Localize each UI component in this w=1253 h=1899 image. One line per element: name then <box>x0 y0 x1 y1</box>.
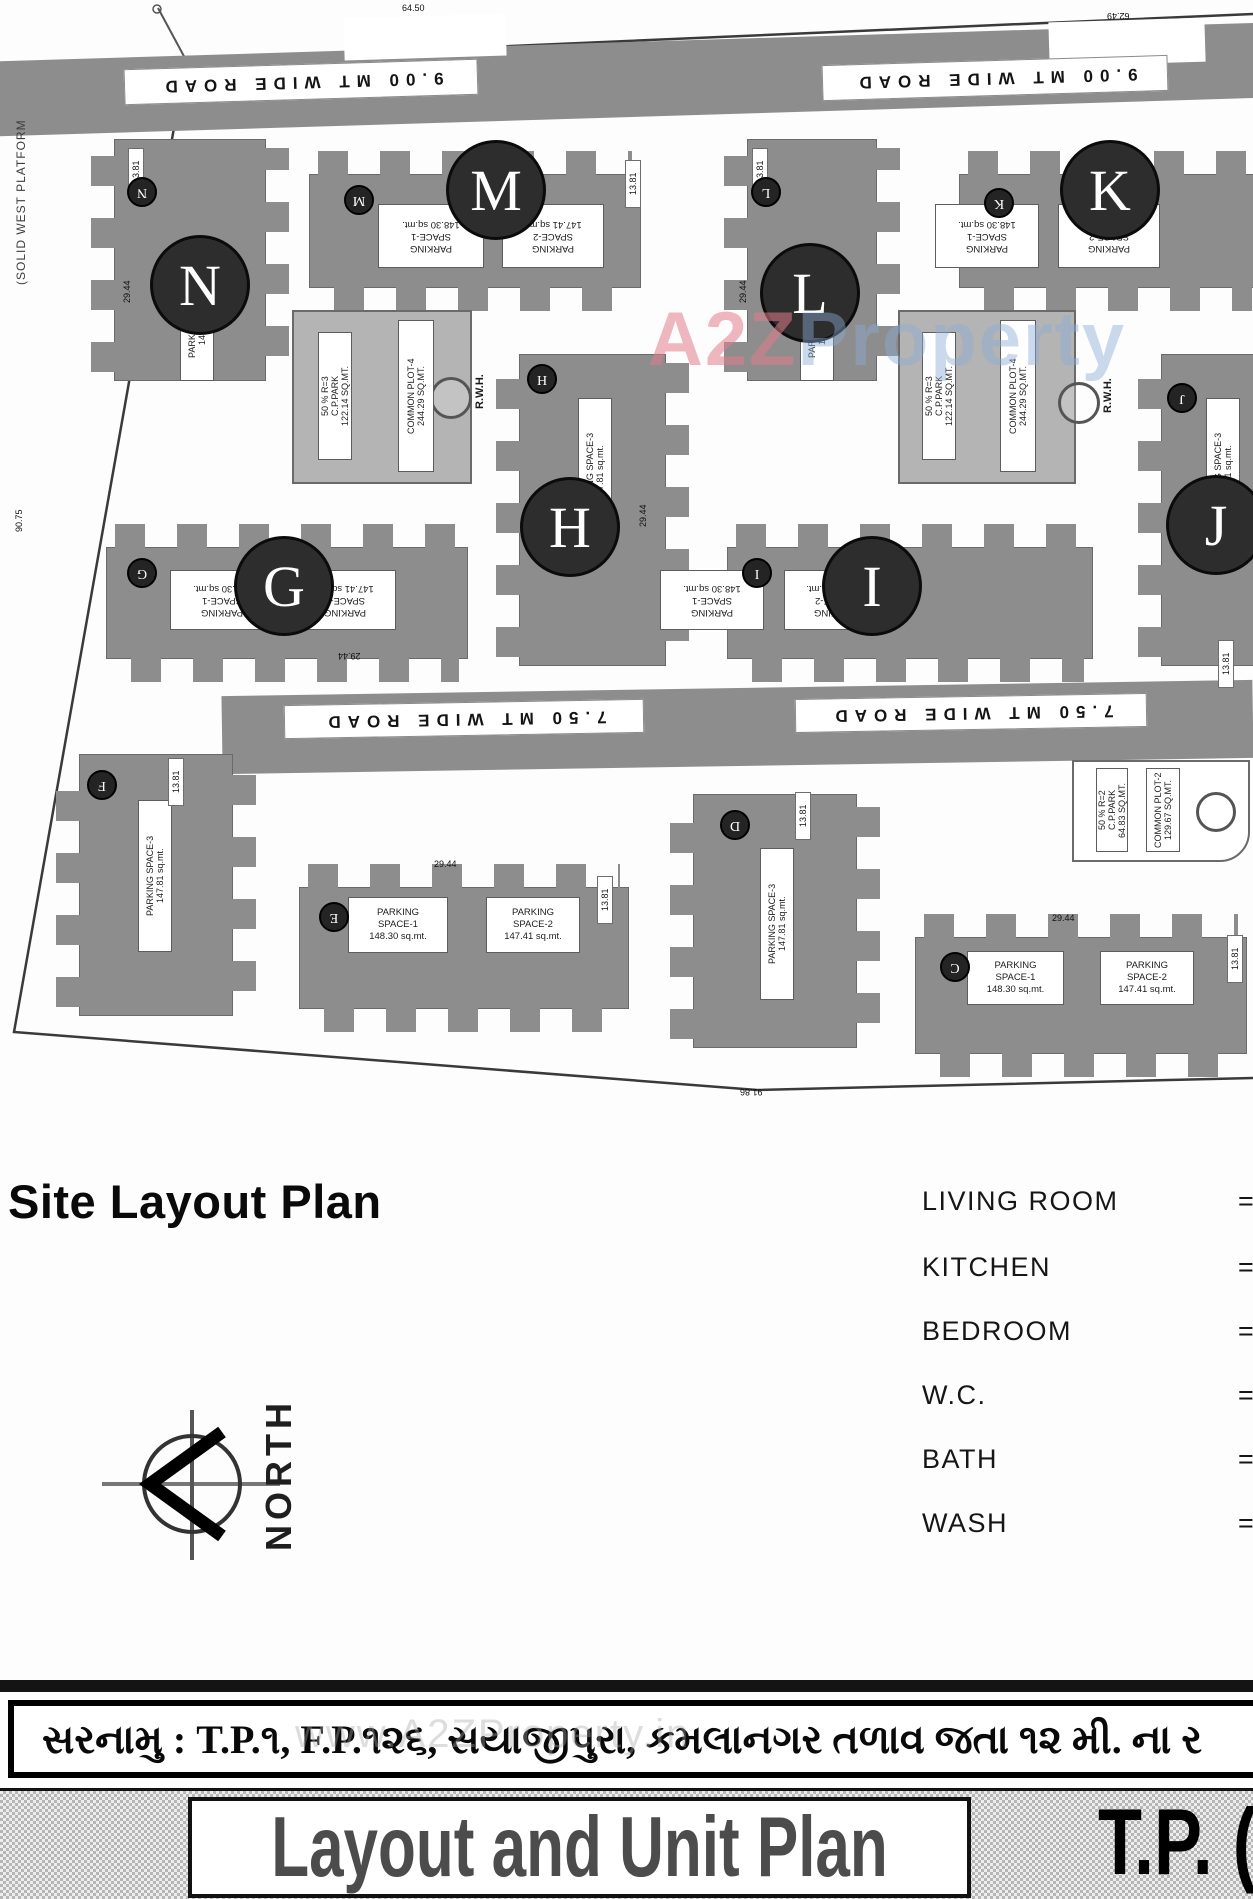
block-badge-f: F <box>87 770 117 800</box>
legend-label: BEDROOM <box>922 1316 1073 1346</box>
dimension-91-86: 91.86 <box>740 1087 763 1097</box>
parking-label-e2: PARKING SPACE-2 147.41 sq.mt. <box>486 897 580 953</box>
block-circle-g: G <box>234 536 334 636</box>
legend-row-bath: BATH = <box>922 1444 1253 1480</box>
bottom-title-box: Layout and Unit Plan <box>188 1797 971 1898</box>
dimension-90-75: 90.75 <box>14 509 24 533</box>
rwh-circle-left <box>430 377 472 419</box>
parking-label-e1: PARKING SPACE-1 148.30 sq.mt. <box>348 897 448 953</box>
rwh-label-left: R.W.H. <box>474 374 486 410</box>
address-text: સરનામુ : T.P.૧, F.P.૧૨૬, સયાજીપુરા, કમલા… <box>42 1716 1202 1762</box>
legend-label: KITCHEN <box>922 1252 1052 1282</box>
website-watermark: www.A2ZProperty.in <box>295 1712 691 1756</box>
common-plot-4-left-park-label: 50 % R=3 C.P.PARK 122.14 SQ.MT. <box>318 332 352 460</box>
legend-equals: = <box>1238 1186 1253 1216</box>
block-badge-d: D <box>720 810 750 840</box>
dimension-13-81-j: 13.81 <box>1218 640 1234 688</box>
block-badge-k: K <box>984 188 1014 218</box>
parking-strip-d: PARKING SPACE-3 147.81 sq.mt. <box>760 848 794 1000</box>
legend-equals: = <box>1238 1316 1253 1346</box>
road-label-75mt-left: 7.50 MT WIDE ROAD <box>283 698 645 740</box>
block-badge-m: M <box>344 185 374 215</box>
block-badge-g: G <box>127 558 157 588</box>
legend-row-bedroom: BEDROOM = <box>922 1316 1253 1352</box>
dimension-13-81-d: 13.81 <box>795 792 811 840</box>
page-title: Site Layout Plan <box>8 1175 382 1228</box>
dimension-29-44-g: 29.44 <box>338 651 361 661</box>
address-band: સરનામુ : T.P.૧, F.P.૧૨૬, સયાજીપુરા, કમલા… <box>8 1700 1253 1778</box>
block-badge-i: I <box>742 558 772 588</box>
legend-label: BATH <box>922 1444 999 1474</box>
north-label: NORTH <box>258 1398 299 1551</box>
parking-label-c2: PARKING SPACE-2 147.41 sq.mt. <box>1100 951 1194 1005</box>
legend-row-kitchen: KITCHEN = <box>922 1252 1253 1288</box>
block-badge-c: C <box>940 952 970 982</box>
road-label-75mt-right: 7.50 MT WIDE ROAD <box>794 692 1148 734</box>
block-circle-i: I <box>822 536 922 636</box>
legend-row-wash: WASH = <box>922 1508 1253 1544</box>
block-circle-h: H <box>520 477 620 577</box>
common-plot-2-label: COMMON PLOT-2 129.67 SQ.MT. <box>1146 768 1180 852</box>
legend-equals: = <box>1238 1444 1253 1474</box>
block-circle-m: M <box>446 140 546 240</box>
legend-equals: = <box>1238 1380 1253 1410</box>
common-plot-4-right-park-label: 50 % R=3 C.P.PARK 122.14 SQ.MT. <box>922 332 956 460</box>
dimension-13-81-c: 13.81 <box>1227 935 1243 983</box>
common-plot-4-right-label: COMMON PLOT-4 244.29 SQ.MT. <box>1000 320 1036 472</box>
divider-bar <box>0 1680 1253 1692</box>
block-circle-k: K <box>1060 140 1160 240</box>
rwh-circle-right <box>1058 382 1100 424</box>
block-badge-h: H <box>527 364 557 394</box>
dimension-29-44-e: 29.44 <box>434 859 457 869</box>
block-badge-n: N <box>127 177 157 207</box>
building-block-g <box>106 524 468 682</box>
dimension-29-44-l: 29.44 <box>738 280 748 304</box>
north-compass-icon <box>102 1410 280 1560</box>
dimension-29-44-c: 29.44 <box>1052 913 1075 923</box>
dimension-29-44-h: 29.44 <box>638 504 648 528</box>
building-block-c <box>915 914 1247 1077</box>
block-circle-n: N <box>150 235 250 335</box>
legend-equals: = <box>1238 1252 1253 1282</box>
dimension-62-49: 62.49 <box>1107 11 1130 21</box>
common-plot-4-left-label: COMMON PLOT-4 244.29 SQ.MT. <box>398 320 434 472</box>
parking-label-k1: PARKING SPACE-1 148.30 sq.mt. <box>935 204 1039 268</box>
legend-label: LIVING ROOM <box>922 1186 1119 1216</box>
rwh-circle-plot2 <box>1196 792 1236 832</box>
legend-equals: = <box>1238 1508 1253 1538</box>
legend-label: WASH <box>922 1508 1008 1538</box>
block-badge-e: E <box>319 902 349 932</box>
road-gap-white-left <box>343 13 507 61</box>
dimension-13-81-e: 13.81 <box>597 876 613 924</box>
dimension-64-50: 64.50 <box>402 3 425 13</box>
dimension-13-81-m: 13.81 <box>625 160 641 208</box>
solid-west-platform-label: (SOLID WEST PLATFORM <box>14 119 28 285</box>
parking-label-c1: PARKING SPACE-1 148.30 sq.mt. <box>967 951 1064 1005</box>
dimension-29-44-n: 29.44 <box>122 280 132 304</box>
block-badge-l: L <box>751 177 781 207</box>
block-circle-j: J <box>1166 475 1253 575</box>
legend-label: W.C. <box>922 1380 987 1410</box>
rwh-label-right: R.W.H. <box>1102 378 1114 414</box>
dimension-13-81-f: 13.81 <box>168 758 184 806</box>
block-circle-l: L <box>760 243 860 343</box>
legend-row-wc: W.C. = <box>922 1380 1253 1416</box>
tp-label: T.P. ( <box>1098 1791 1253 1895</box>
parking-strip-f: PARKING SPACE-3 147.81 sq.mt. <box>138 800 172 952</box>
legend-row-living-room: LIVING ROOM = <box>922 1186 1253 1222</box>
common-plot-2-park-label: 50 % R=2 C.P.PARK 64.83 SQ.MT. <box>1096 768 1128 852</box>
bottom-title: Layout and Unit Plan <box>271 1799 888 1896</box>
block-badge-j: J <box>1167 383 1197 413</box>
